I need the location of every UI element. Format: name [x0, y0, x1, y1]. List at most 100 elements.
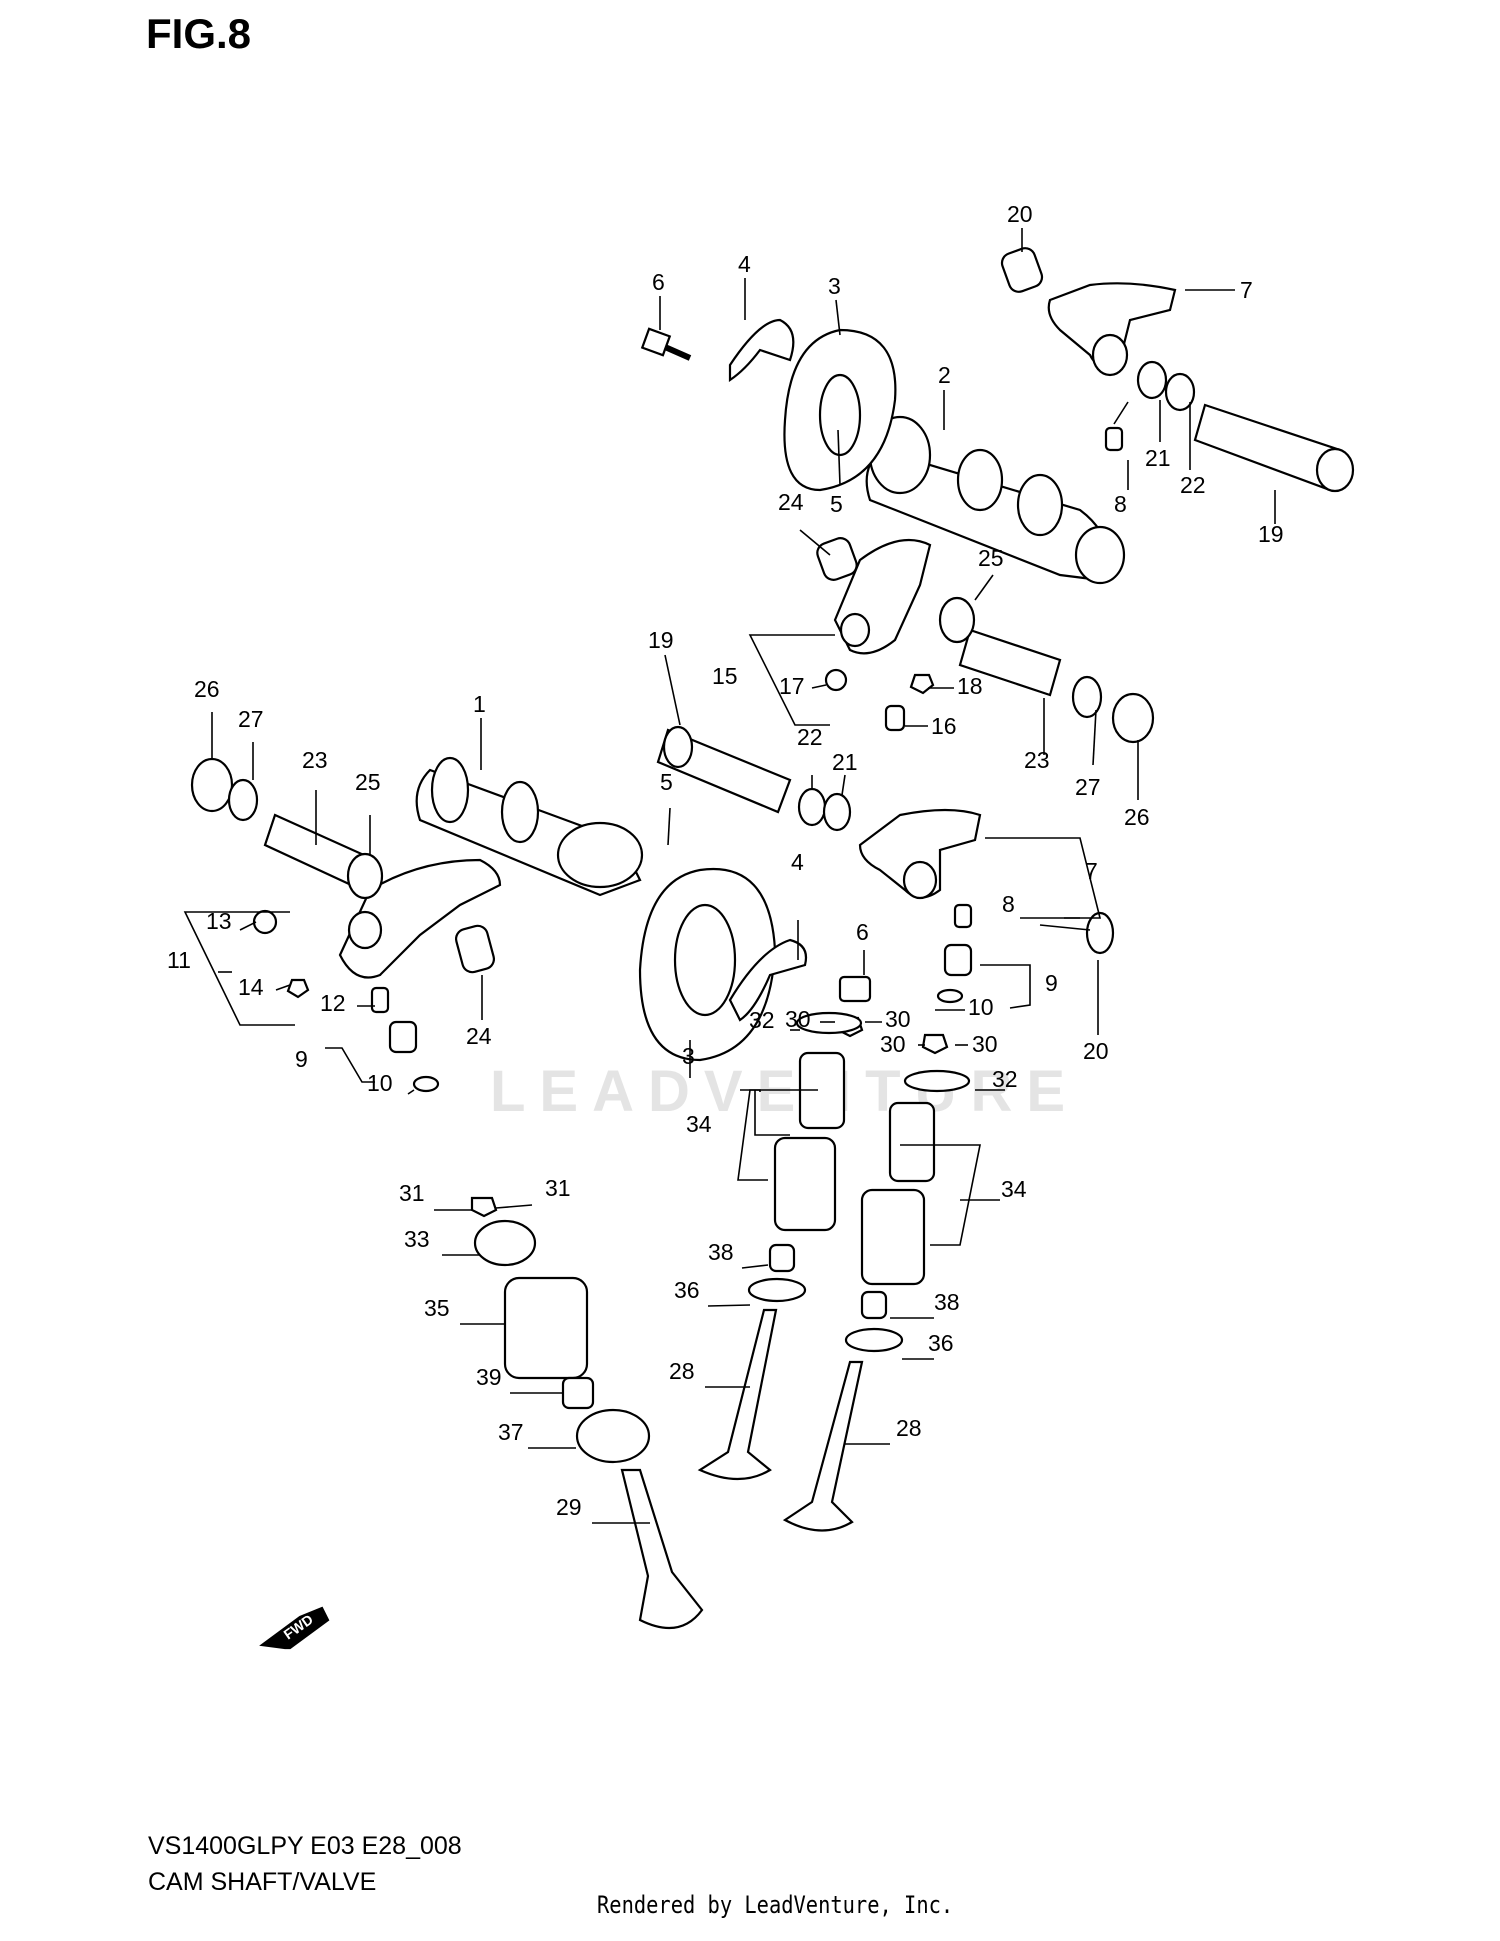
rocker-arm-11 [338, 858, 502, 979]
callout-15: 15 [712, 663, 738, 689]
callout-3: 3 [682, 1043, 695, 1069]
callout-30: 30 [972, 1031, 998, 1057]
callout-25: 25 [355, 769, 381, 795]
callout-38: 38 [934, 1289, 960, 1315]
callout-14: 14 [238, 974, 264, 1000]
callout-23: 23 [1024, 747, 1050, 773]
callout-16: 16 [931, 713, 957, 739]
leader-lines [183, 228, 1276, 1524]
bracket-lower [728, 938, 808, 1022]
callout-5: 5 [660, 769, 673, 795]
section-name: CAM SHAFT/VALVE [148, 1868, 377, 1896]
bracket-upper [728, 318, 795, 383]
retainer-32-b [903, 1069, 971, 1093]
callout-11: 11 [167, 947, 191, 973]
pin-8-upper [1104, 426, 1124, 452]
callout-30: 30 [885, 1006, 911, 1032]
callout-28: 28 [896, 1415, 922, 1441]
callout-28: 28 [669, 1358, 695, 1384]
seat-37 [575, 1408, 651, 1464]
washer-27-right [1071, 675, 1103, 719]
seal-38-b [860, 1290, 888, 1320]
callout-20: 20 [1007, 201, 1033, 227]
callout-labels: 20 6 4 3 7 2 21 22 8 5 19 24 25 19 15 17… [167, 201, 1284, 1520]
callout-26: 26 [194, 676, 220, 702]
plug-26-right [1111, 692, 1155, 744]
callout-32: 32 [749, 1007, 775, 1033]
washer-20-lower [1085, 911, 1115, 955]
callout-17: 17 [779, 673, 805, 699]
rocker-shaft-middle [656, 725, 792, 814]
callout-21: 21 [832, 749, 858, 775]
ring-10-lower [936, 988, 964, 1004]
valve-28-b [782, 1360, 864, 1532]
callout-2: 2 [938, 362, 951, 388]
callout-4: 4 [738, 251, 751, 277]
washer-21-upper [1136, 360, 1168, 400]
callout-34: 34 [686, 1111, 712, 1137]
callout-27: 27 [238, 706, 264, 732]
cam-sprocket-upper [783, 328, 897, 492]
callout-39: 39 [476, 1364, 502, 1390]
callout-9: 9 [1045, 970, 1058, 996]
rocker-arm-lower [858, 808, 982, 899]
adjuster-9-lower [943, 943, 973, 977]
callout-36: 36 [928, 1330, 954, 1356]
washer-20-upper [1000, 247, 1044, 293]
washer-22-middle [797, 787, 827, 827]
callout-18: 18 [957, 673, 983, 699]
callout-3: 3 [828, 273, 841, 299]
callout-30: 30 [785, 1006, 811, 1032]
retainer-32-a [795, 1011, 863, 1035]
washer-22-upper [1164, 372, 1196, 412]
callout-10: 10 [367, 1070, 393, 1096]
callout-19: 19 [1258, 521, 1284, 547]
callout-29: 29 [556, 1494, 582, 1520]
spring-34-outer-b [860, 1188, 926, 1286]
adjuster-13 [252, 909, 278, 935]
forward-arrow: FWD [259, 1606, 330, 1650]
callout-1: 1 [473, 691, 486, 717]
washer-24-lower [454, 924, 496, 974]
camshaft-lower [415, 756, 644, 897]
pin-12 [370, 986, 390, 1014]
nut-14 [286, 978, 310, 999]
callout-37: 37 [498, 1419, 524, 1445]
valve-29 [620, 1468, 704, 1630]
callout-12: 12 [320, 990, 346, 1016]
ring-10-upper [412, 1075, 440, 1093]
callout-31: 31 [545, 1175, 571, 1201]
figure-title: FIG.8 [146, 10, 252, 57]
washer-25-left [346, 852, 384, 900]
rocker-shaft-23-right [958, 628, 1062, 697]
keeper-31 [470, 1196, 498, 1218]
callout-22: 22 [1180, 472, 1206, 498]
callout-7: 7 [1085, 858, 1098, 884]
callout-6: 6 [652, 269, 665, 295]
valve-28-a [697, 1308, 778, 1480]
pin-16 [884, 704, 906, 732]
seat-36-b [844, 1327, 904, 1353]
rocker-shaft-upper [1193, 403, 1355, 493]
retainer-33 [473, 1219, 537, 1267]
keeper-30-b [921, 1033, 949, 1055]
callout-36: 36 [674, 1277, 700, 1303]
model-code: VS1400GLPY E03 E28_008 [148, 1832, 462, 1860]
seat-36-a [747, 1277, 807, 1303]
pin-8-lower [953, 903, 973, 929]
bolt-upper [640, 327, 692, 361]
callout-35: 35 [424, 1295, 450, 1321]
callout-8: 8 [1002, 891, 1015, 917]
callout-13: 13 [206, 908, 232, 934]
callout-34: 34 [1001, 1176, 1027, 1202]
callout-5: 5 [830, 491, 843, 517]
callout-21: 21 [1145, 445, 1171, 471]
spring-34-outer-a [773, 1136, 837, 1232]
callout-24: 24 [778, 489, 804, 515]
callout-6: 6 [856, 919, 869, 945]
callout-38: 38 [708, 1239, 734, 1265]
callout-22: 22 [797, 724, 823, 750]
render-credit: Rendered by LeadVenture, Inc. [597, 1891, 954, 1919]
callout-26: 26 [1124, 804, 1150, 830]
spring-34-inner-b [888, 1101, 936, 1183]
